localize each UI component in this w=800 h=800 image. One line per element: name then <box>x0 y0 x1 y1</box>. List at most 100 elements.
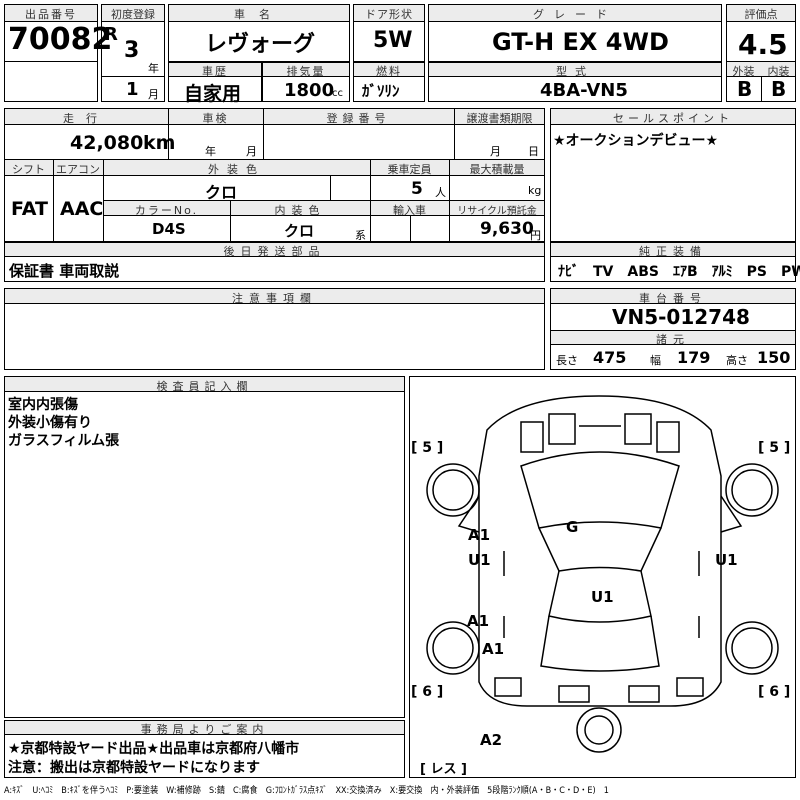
history-value: 自家用 <box>184 83 242 105</box>
length-value: 475 <box>593 348 627 367</box>
fuel-box <box>353 62 425 102</box>
exterior-grade: B <box>737 77 753 101</box>
grade-value: GT-H EX 4WD <box>492 28 669 56</box>
grade-label: グレード <box>533 8 617 21</box>
year-value: 3 <box>124 38 140 63</box>
sales-point-box <box>550 108 796 242</box>
model-value: 4BA-VN5 <box>540 80 628 101</box>
deadline-month: 月 <box>490 145 501 158</box>
car-damage-diagram <box>426 395 779 753</box>
mileage-value: 42,080 <box>70 132 144 154</box>
first-registration-label: 初度登録 <box>111 8 155 21</box>
color-number-label: カラーNo. <box>134 204 199 217</box>
inspector-line: 室内内張傷 <box>8 397 78 413</box>
displacement-value: 1800 <box>284 80 335 101</box>
model-box <box>428 62 722 102</box>
interior-grade: B <box>771 77 787 101</box>
aircon-label: エアコン <box>56 163 100 176</box>
fuel-label: 燃料 <box>376 65 402 78</box>
damage-mark: U1 <box>468 551 491 569</box>
exterior-label: 外装 <box>732 65 755 78</box>
deadline-day: 日 <box>528 145 539 158</box>
recycle-value: 9,630 <box>480 219 534 239</box>
inspection-year: 年 <box>205 145 216 158</box>
tire-rear-left: [ 6 ] <box>411 684 444 700</box>
later-parts-box <box>4 242 545 282</box>
era-value: R <box>104 24 118 45</box>
registration-number-label: 登録番号 <box>326 112 391 125</box>
chassis-label: 車台番号 <box>639 292 707 305</box>
inspection-label: 車検 <box>202 112 229 125</box>
tire-front-right: [ 5 ] <box>758 440 791 456</box>
sales-point-label: セールスポイント <box>613 112 733 125</box>
later-parts-label: 後日発送部品 <box>223 245 326 258</box>
damage-mark: A2 <box>480 731 503 749</box>
aircon-value: AAC <box>60 198 104 220</box>
equipment-label: 純正装備 <box>639 245 707 258</box>
door-value: 5W <box>373 28 413 53</box>
recycle-label: リサイクル預託金 <box>457 206 537 217</box>
damage-mark: A1 <box>467 612 490 630</box>
max-load-unit: kg <box>528 184 542 197</box>
displacement-box <box>262 62 350 102</box>
width-label: 幅 <box>650 354 661 367</box>
shift-value: FAT <box>11 198 48 220</box>
tire-front-left: [ 5 ] <box>411 440 444 456</box>
damage-mark: A1 <box>482 640 505 658</box>
chassis-box <box>550 288 796 370</box>
history-label: 車歴 <box>202 65 228 78</box>
inspection-month: 月 <box>246 145 257 158</box>
capacity-label: 乗車定員 <box>387 163 432 176</box>
year-unit: 年 <box>148 62 159 75</box>
interior-color-label: 内装色 <box>274 204 326 217</box>
interior-color-unit: 系 <box>355 229 366 242</box>
equipment-text: ﾅﾋﾞ TV ABS ｴｱB ｱﾙﾐ PS PW <box>558 264 800 280</box>
car-name-value: レヴォーグ <box>205 32 316 57</box>
height-label: 高さ <box>726 354 748 367</box>
score-value: 4.5 <box>738 28 788 61</box>
door-label: ドア形状 <box>365 8 413 21</box>
import-label: 輸入車 <box>393 204 426 217</box>
history-box <box>168 62 262 102</box>
document-deadline-label: 譲渡書類期限 <box>466 112 533 125</box>
lot-number: 70082 <box>8 22 113 57</box>
damage-mark: U1 <box>715 551 738 569</box>
capacity-value: 5 <box>411 179 423 199</box>
lot-label: 出品番号 <box>25 8 77 21</box>
recycle-unit: 円 <box>530 229 541 242</box>
spare-tire: [ レス ] <box>420 762 467 777</box>
width-value: 179 <box>677 348 711 367</box>
office-box <box>4 720 405 778</box>
sales-point-text: ★オークションデビュー★ <box>553 133 719 149</box>
shift-label: シフト <box>12 163 45 176</box>
equipment-box <box>550 242 796 282</box>
office-line-1: ★京都特設ヤード出品★出品車は京都府八幡市 <box>8 741 300 757</box>
damage-mark: A1 <box>468 526 491 544</box>
grade-box <box>428 4 722 62</box>
month-unit: 月 <box>148 88 159 101</box>
mileage-label: 走行 <box>63 112 109 125</box>
fuel-value: ｶﾞｿﾘﾝ <box>362 82 400 100</box>
office-label: 事務局よりご案内 <box>140 723 269 736</box>
max-load-label: 最大積載量 <box>469 163 525 176</box>
capacity-unit: 人 <box>435 186 446 199</box>
inspector-line: 外装小傷有り <box>8 415 92 431</box>
notes-label: 注意事項欄 <box>232 292 317 305</box>
damage-mark: G <box>566 518 579 536</box>
inspector-label: 検査員記入欄 <box>156 380 253 393</box>
height-value: 150 <box>757 348 791 367</box>
color-number-value: D4S <box>152 220 186 238</box>
interior-label: 内装 <box>767 65 790 78</box>
office-line-2: 注意：搬出は京都特設ヤードになります <box>8 760 260 776</box>
later-parts-text: 保証書 車両取説 <box>9 262 120 280</box>
model-label: 型式 <box>556 65 594 78</box>
car-name-box <box>168 4 350 62</box>
displacement-label: 排気量 <box>286 65 326 78</box>
inspector-box <box>4 376 405 718</box>
exterior-color-label: 外装色 <box>208 163 265 176</box>
door-box <box>353 4 425 62</box>
legend-text: A:ｷｽﾞ U:ﾍｺﾐ B:ｷｽﾞを伴うﾍｺﾐ P:要塗装 W:補修跡 S:錆 … <box>4 786 609 796</box>
tire-rear-right: [ 6 ] <box>758 684 791 700</box>
displacement-unit: cc <box>332 88 343 99</box>
car-name-label: 車名 <box>234 8 284 21</box>
